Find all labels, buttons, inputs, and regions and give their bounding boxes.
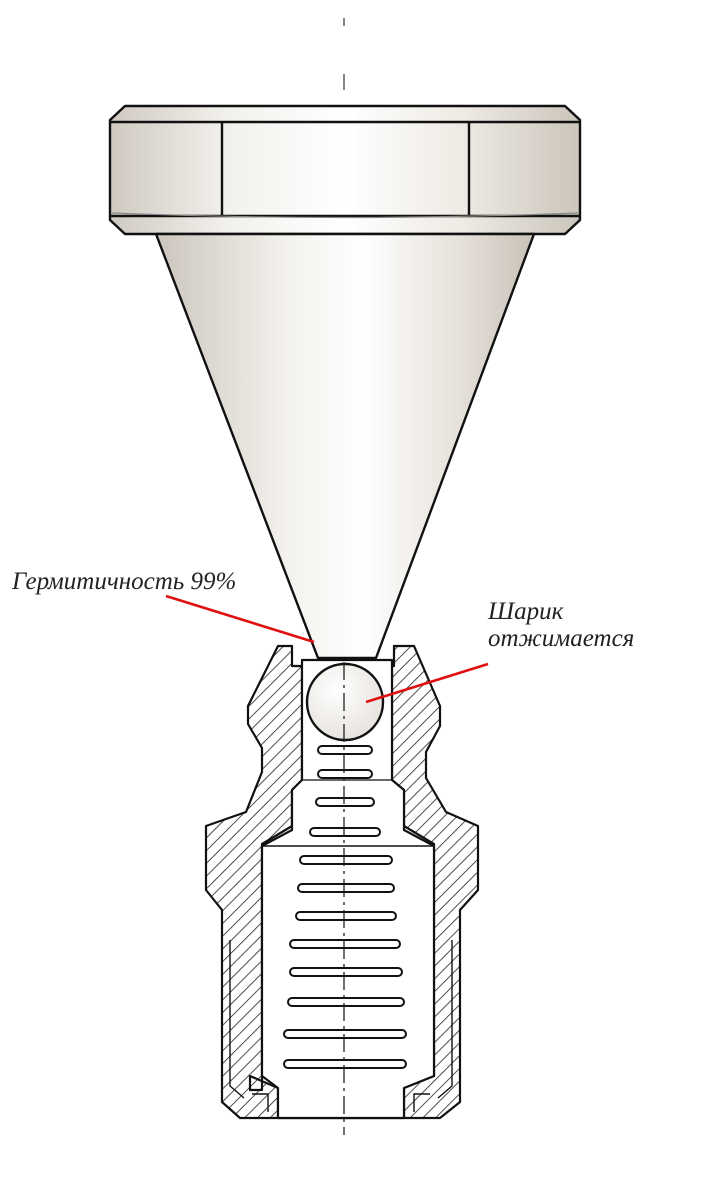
hex-nut-icon [108,104,582,236]
spring-coil [283,1029,407,1039]
spring-coil [295,911,397,921]
leader-ball [365,662,489,704]
spring-coil [317,769,373,779]
ball-label: Шарик отжимается [488,598,634,652]
spring-coil [283,1059,407,1069]
leader-lines [165,594,489,704]
spring-coil [297,883,395,893]
tightness-label: Гермитичность 99% [12,568,237,595]
spring-coil [289,939,401,949]
spring-coil [317,745,373,755]
spring-coil [287,997,405,1007]
ball-label-line2: отжимается [488,625,635,652]
spring-coil [299,855,393,865]
leader-tightness [165,594,315,644]
check-ball-icon [305,662,385,742]
ball-label-line1: Шарик [488,598,564,625]
spring-coil [309,827,381,837]
spring-coil [289,967,403,977]
cone-nozzle-icon [154,232,536,660]
spring-coil [315,797,375,807]
coil-spring-icon [283,745,407,1069]
